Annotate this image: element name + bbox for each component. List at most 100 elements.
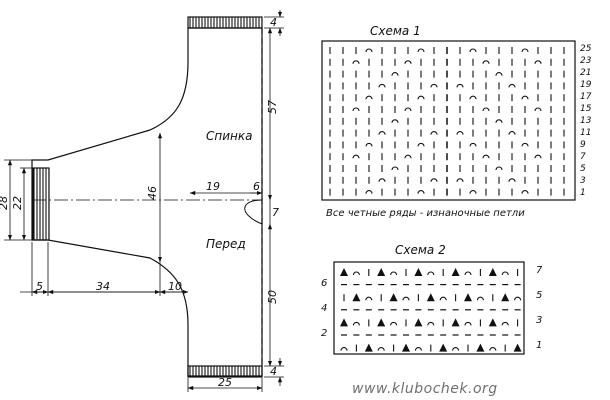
purl-arc-symbol bbox=[521, 142, 529, 147]
yarn-over-arc-symbol bbox=[501, 321, 509, 326]
purl-arc-symbol bbox=[430, 83, 438, 88]
scheme1-row-number: 11 bbox=[580, 128, 591, 138]
purl-arc-symbol bbox=[534, 107, 542, 112]
decrease-triangle-symbol bbox=[501, 293, 510, 302]
label-back: Спинка bbox=[206, 129, 252, 143]
purl-arc-symbol bbox=[456, 83, 464, 88]
watermark: www.klubochek.org bbox=[352, 381, 498, 397]
purl-arc-symbol bbox=[469, 95, 477, 100]
dim-underarm-curve: 10 bbox=[168, 280, 182, 293]
scheme2-row-number: 5 bbox=[536, 290, 542, 301]
scheme2-grid-frame bbox=[333, 261, 525, 355]
decrease-triangle-symbol bbox=[340, 268, 348, 276]
decrease-triangle-symbol bbox=[364, 343, 373, 352]
decrease-triangle-symbol bbox=[451, 318, 460, 327]
dim-back-length: 57 bbox=[266, 100, 279, 114]
scheme2-row-number: 3 bbox=[536, 315, 542, 326]
scheme2-row-number: 2 bbox=[321, 328, 327, 339]
label-front: Перед bbox=[206, 237, 246, 251]
purl-arc-symbol bbox=[365, 142, 373, 147]
yarn-over-arc-symbol bbox=[390, 271, 398, 276]
purl-arc-symbol bbox=[430, 131, 438, 135]
purl-arc-symbol bbox=[534, 154, 542, 159]
decrease-triangle-symbol bbox=[476, 343, 485, 352]
purl-arc-symbol bbox=[352, 154, 360, 159]
bottom-rib bbox=[187, 365, 263, 378]
purl-arc-symbol bbox=[378, 131, 386, 135]
yarn-over-arc-symbol bbox=[414, 347, 422, 351]
purl-arc-symbol bbox=[521, 48, 529, 53]
decrease-triangle-symbol bbox=[340, 318, 348, 327]
scheme1-row-number: 9 bbox=[580, 140, 586, 150]
purl-arc-symbol bbox=[417, 142, 425, 147]
yarn-over-arc-symbol bbox=[476, 296, 484, 301]
purl-arc-symbol bbox=[352, 60, 360, 64]
yarn-over-arc-symbol bbox=[390, 321, 398, 326]
purl-arc-symbol bbox=[456, 178, 464, 182]
dim-neck-width: 6 bbox=[253, 180, 260, 193]
scheme1-grid-frame bbox=[321, 40, 576, 201]
scheme2-row-number: 1 bbox=[536, 340, 542, 351]
purl-arc-symbol bbox=[391, 72, 399, 76]
dimension-lines bbox=[4, 10, 284, 392]
yarn-over-arc-symbol bbox=[464, 271, 472, 276]
yarn-over-arc-symbol bbox=[427, 321, 435, 326]
purl-arc-symbol bbox=[469, 48, 477, 53]
purl-arc-symbol bbox=[404, 107, 412, 112]
decrease-triangle-symbol bbox=[389, 293, 398, 302]
purl-arc-symbol bbox=[365, 190, 373, 194]
garment-outline bbox=[31, 27, 263, 377]
purl-arc-symbol bbox=[495, 72, 503, 76]
purl-arc-symbol bbox=[495, 166, 503, 171]
yarn-over-arc-symbol bbox=[365, 296, 373, 301]
scheme1-row-number: 13 bbox=[580, 116, 592, 126]
purl-arc-symbol bbox=[495, 119, 503, 123]
scheme1-row-number: 15 bbox=[580, 104, 592, 114]
purl-arc-symbol bbox=[391, 119, 399, 123]
purl-arc-symbol bbox=[365, 95, 373, 100]
scheme1-row-number: 7 bbox=[580, 152, 586, 162]
dim-half-width: 19 bbox=[206, 180, 220, 193]
scheme1-row-number: 17 bbox=[580, 92, 592, 102]
purl-arc-symbol bbox=[482, 107, 490, 112]
pattern-piece bbox=[31, 16, 263, 378]
purl-arc-symbol bbox=[482, 60, 490, 64]
yarn-over-arc-symbol bbox=[377, 347, 385, 351]
purl-arc-symbol bbox=[534, 60, 542, 64]
decrease-triangle-symbol bbox=[488, 268, 497, 276]
yarn-over-arc-symbol bbox=[340, 347, 348, 351]
dim-bottom-width: 25 bbox=[218, 376, 232, 389]
scheme1-note: Все четные ряды - изнаночные петли bbox=[326, 208, 525, 219]
purl-arc-symbol bbox=[404, 60, 412, 64]
scheme1-title: Схема 1 bbox=[370, 24, 421, 38]
yarn-over-arc-symbol bbox=[514, 296, 522, 301]
yarn-over-arc-symbol bbox=[489, 347, 497, 351]
dim-sleeve-cuff-height: 28 bbox=[0, 196, 10, 210]
yarn-over-arc-symbol bbox=[427, 271, 435, 276]
purl-arc-symbol bbox=[469, 142, 477, 147]
purl-arc-symbol bbox=[508, 131, 516, 135]
yarn-over-arc-symbol bbox=[439, 296, 447, 301]
purl-arc-symbol bbox=[352, 107, 360, 112]
purl-arc-symbol bbox=[404, 154, 412, 159]
decrease-triangle-symbol bbox=[377, 268, 386, 276]
purl-arc-symbol bbox=[469, 190, 477, 194]
dim-body-height: 46 bbox=[146, 186, 159, 200]
purl-arc-symbol bbox=[378, 83, 386, 88]
decrease-triangle-symbol bbox=[513, 343, 522, 352]
dim-rib-top: 4 bbox=[270, 16, 277, 29]
purl-arc-symbol bbox=[521, 95, 529, 100]
sleeve-cuff-rib bbox=[32, 167, 50, 241]
purl-arc-symbol bbox=[508, 83, 516, 88]
scheme2-title: Схема 2 bbox=[395, 243, 446, 257]
scheme2-row-number: 4 bbox=[321, 303, 327, 314]
yarn-over-arc-symbol bbox=[464, 321, 472, 326]
decrease-triangle-symbol bbox=[352, 293, 361, 302]
yarn-over-arc-symbol bbox=[501, 271, 509, 276]
decrease-triangle-symbol bbox=[439, 343, 448, 352]
decrease-triangle-symbol bbox=[464, 293, 472, 302]
